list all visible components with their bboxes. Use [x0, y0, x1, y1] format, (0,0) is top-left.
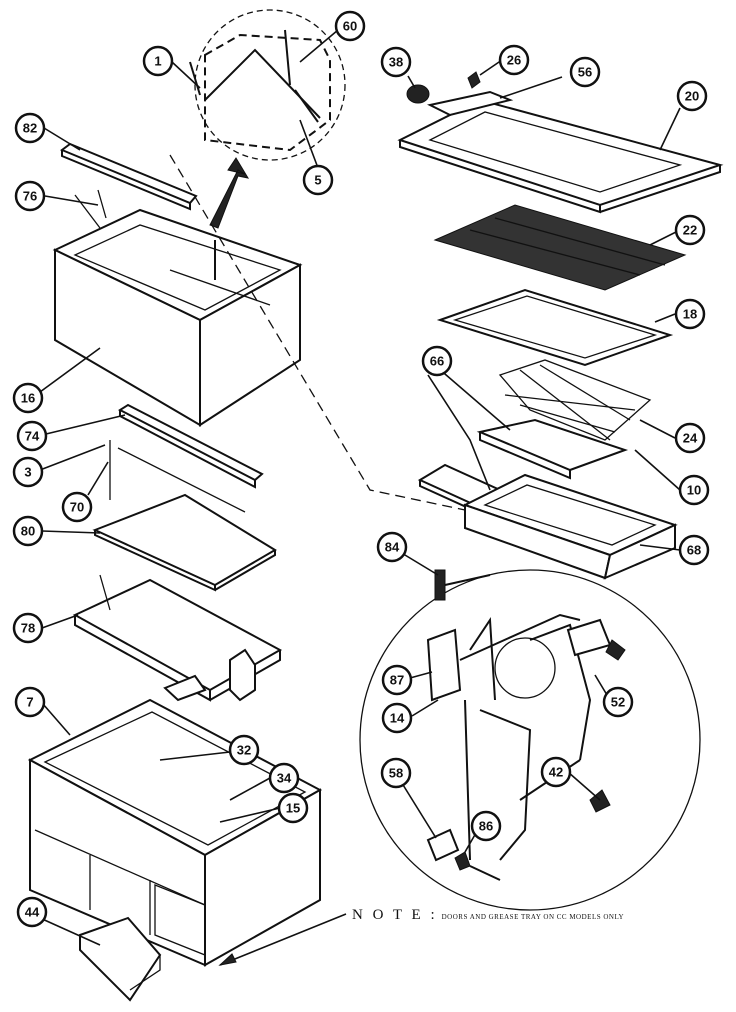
callout-24: 24	[674, 422, 706, 454]
detail-circle-bracket	[189, 9, 346, 161]
callout-38: 38	[380, 46, 412, 78]
callout-label: 16	[21, 391, 35, 406]
callout-84: 84	[376, 531, 408, 563]
callout-42: 42	[540, 756, 572, 788]
callout-80: 80	[12, 515, 44, 547]
callout-52: 52	[602, 686, 634, 718]
part-82-rail	[59, 142, 198, 211]
part-7-cabinet	[27, 698, 323, 1002]
callout-label: 44	[25, 905, 40, 920]
callout-56: 56	[569, 56, 601, 88]
callout-5: 5	[302, 164, 334, 196]
callout-20: 20	[676, 80, 708, 112]
callout-68: 68	[678, 534, 710, 566]
callout-34: 34	[268, 762, 300, 794]
callout-label: 1	[154, 54, 161, 69]
part-80-shelf	[92, 493, 277, 592]
callout-16: 16	[12, 382, 44, 414]
callout-label: 38	[389, 55, 403, 70]
part-74-rail	[109, 403, 264, 513]
callout-label: 87	[390, 673, 404, 688]
callout-label: 76	[23, 189, 37, 204]
callout-label: 3	[24, 465, 31, 480]
callout-label: 18	[683, 307, 697, 322]
callout-14: 14	[381, 702, 413, 734]
callout-7: 7	[14, 686, 46, 718]
note-label: N O T E :	[352, 907, 438, 923]
callout-label: 82	[23, 121, 37, 136]
callout-label: 74	[25, 429, 40, 444]
callout-15: 15	[277, 792, 309, 824]
callout-label: 5	[314, 173, 321, 188]
callout-label: 52	[611, 695, 625, 710]
dashed-leader	[169, 154, 466, 511]
callout-74: 74	[16, 420, 48, 452]
note: N O T E : DOORS AND GREASE TRAY ON CC MO…	[352, 906, 624, 924]
callout-86: 86	[470, 810, 502, 842]
callout-3: 3	[12, 456, 44, 488]
callout-label: 66	[430, 354, 444, 369]
callout-label: 42	[549, 765, 563, 780]
callout-label: 14	[390, 711, 405, 726]
part-22-grates	[433, 204, 687, 291]
callout-18: 18	[674, 298, 706, 330]
callout-label: 15	[286, 801, 300, 816]
detail-circle-gas-valve	[359, 569, 701, 911]
callout-44: 44	[16, 896, 48, 928]
callout-label: 70	[70, 500, 84, 515]
callout-label: 56	[578, 65, 592, 80]
callout-58: 58	[380, 757, 412, 789]
callout-87: 87	[381, 664, 413, 696]
callout-label: 22	[683, 223, 697, 238]
callout-76: 76	[14, 180, 46, 212]
callout-label: 20	[685, 89, 699, 104]
callout-label: 86	[479, 819, 493, 834]
part-20-top-frame	[397, 71, 724, 214]
callout-22: 22	[674, 214, 706, 246]
callout-label: 7	[26, 695, 33, 710]
callout-1: 1	[142, 45, 174, 77]
callout-32: 32	[228, 734, 260, 766]
callout-label: 32	[237, 743, 251, 758]
part-18-gasket	[436, 288, 674, 367]
callout-label: 78	[21, 621, 35, 636]
callout-82: 82	[14, 112, 46, 144]
callout-label: 84	[385, 540, 400, 555]
callout-label: 60	[343, 19, 357, 34]
callout-label: 80	[21, 524, 35, 539]
note-text: DOORS AND GREASE TRAY ON CC MODELS ONLY	[441, 913, 625, 921]
leader-lines	[39, 29, 681, 966]
part-24-rack	[498, 359, 652, 441]
part-78-tray	[72, 574, 283, 702]
callout-label: 26	[507, 53, 521, 68]
callout-60: 60	[334, 10, 366, 42]
callout-10: 10	[678, 474, 710, 506]
callout-label: 24	[683, 431, 698, 446]
callout-label: 34	[277, 771, 292, 786]
part-68-drawer	[462, 473, 678, 580]
callout-70: 70	[61, 491, 93, 523]
callout-label: 58	[389, 766, 403, 781]
callout-78: 78	[12, 612, 44, 644]
callout-label: 10	[687, 483, 701, 498]
callout-label: 68	[687, 543, 701, 558]
callout-66: 66	[421, 345, 453, 377]
part-16-box	[52, 157, 303, 427]
callout-26: 26	[498, 44, 530, 76]
